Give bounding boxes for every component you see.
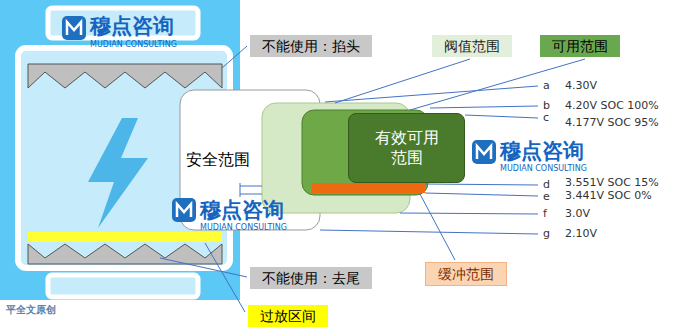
leader-line: [425, 193, 538, 196]
watermark: MUDIAN CONSULTING: [90, 40, 177, 49]
point-letter: g: [543, 227, 550, 240]
leader-line: [222, 46, 247, 68]
voltage-value: 4.177V SOC 95%: [565, 116, 659, 129]
tail-zigzag: [28, 244, 222, 264]
point-letter: a: [543, 79, 550, 92]
logo-mark: [477, 146, 491, 159]
logo-square: [472, 140, 496, 164]
lightning-bolt: [88, 118, 148, 228]
marker-line: [240, 194, 262, 195]
unusable-head-box: 不能使用：掐头: [250, 35, 372, 57]
logo-mark: [67, 22, 81, 35]
watermark-logo: [172, 198, 196, 222]
node-text: 阀值范围: [444, 37, 500, 55]
leader-line: [420, 194, 455, 260]
buffer-range-label: 缓冲范围: [425, 262, 507, 286]
voltage-value: 3.441V SOC 0%: [565, 189, 652, 202]
watermark: 穆点咨询: [500, 137, 584, 165]
voltage-value: 4.30V: [565, 79, 597, 92]
leader-line: [425, 184, 538, 185]
logo-square: [172, 198, 196, 222]
node-text: 缓冲范围: [438, 265, 494, 283]
overdischarge-box: 过放区间: [248, 305, 328, 327]
voltage-value: 3.551V SOC 15%: [565, 176, 659, 189]
node-text: 过放区间: [260, 307, 316, 325]
watermark: MUDIAN CONSULTING: [500, 164, 587, 173]
buffer-bar: [312, 183, 425, 193]
logo-square: [62, 16, 86, 40]
watermark: MUDIAN CONSULTING: [200, 223, 287, 232]
voltage-value: 3.0V: [565, 207, 590, 220]
leader-line: [160, 258, 247, 277]
head-zigzag: [28, 64, 222, 88]
threshold-range-label: 阀值范围: [432, 35, 512, 57]
watermark-logo: [62, 16, 86, 40]
leader-line: [205, 243, 245, 312]
node-text: 不能使用：掐头: [262, 37, 360, 55]
leader-line: [465, 115, 538, 118]
leader-line: [320, 230, 538, 234]
battery-bottom-cap: [48, 275, 198, 297]
node-text: 有效可用 范围: [370, 128, 444, 168]
voltage-value: 4.20V SOC 100%: [565, 99, 659, 112]
point-letter: e: [543, 190, 550, 203]
node-text: 可用范围: [552, 37, 608, 55]
callout-leaders: [160, 46, 585, 312]
effective-range-box: 有效可用 范围: [348, 113, 465, 183]
marker-line: [240, 186, 262, 187]
leader-line: [325, 86, 538, 102]
watermark-logo: [472, 140, 496, 164]
logo-mark: [177, 204, 191, 217]
leader-line: [400, 213, 538, 214]
voltage-value: 2.10V: [565, 227, 597, 240]
node-text: 安全范围: [186, 150, 250, 171]
leader-line: [335, 59, 470, 103]
leader-line: [430, 106, 538, 108]
leader-line: [410, 59, 585, 110]
point-letter: f: [543, 207, 547, 220]
watermark: 穆点咨询: [90, 12, 174, 40]
unusable-tail-box: 不能使用：去尾: [250, 267, 372, 289]
overdischarge-band: [28, 232, 222, 242]
node-text: 不能使用：去尾: [262, 269, 360, 287]
point-letter: b: [543, 99, 550, 112]
point-letter: c: [543, 111, 549, 124]
point-letter: d: [543, 178, 550, 191]
usable-range-label: 可用范围: [540, 35, 620, 57]
watermark: 平全文原创: [6, 303, 56, 317]
marker-line: [240, 183, 241, 197]
watermark: 穆点咨询: [200, 196, 284, 224]
